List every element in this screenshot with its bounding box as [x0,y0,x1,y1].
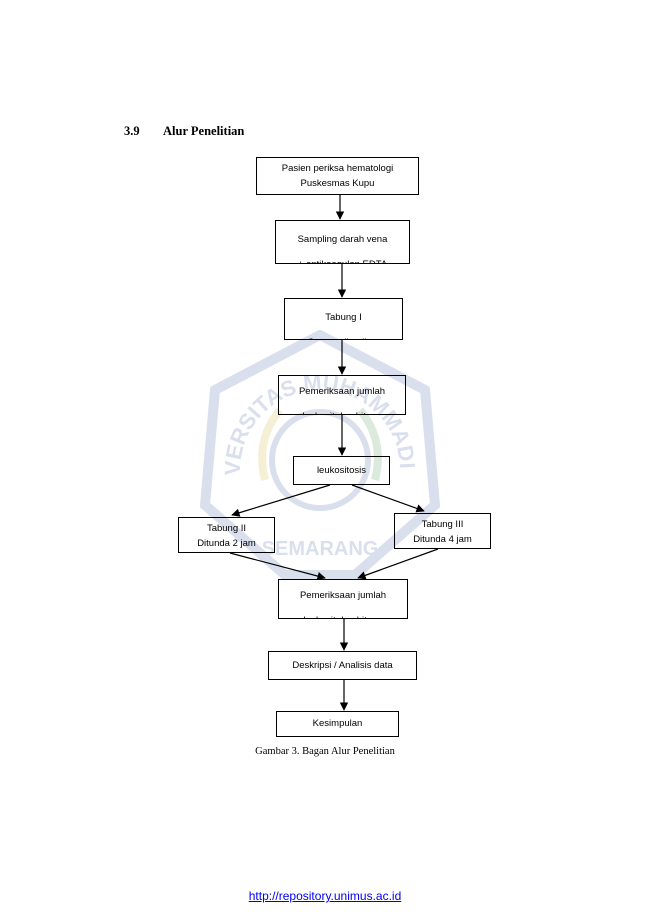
section-number: 3.9 [124,124,140,138]
flow-box-tube-3-line2: Ditunda 4 jam [413,534,472,545]
flow-box-patient-line1: Pasien periksa hematologi [281,163,394,174]
flow-box-sampling-line1: Sampling darah vena [297,234,388,245]
flow-box-analysis-label: Deskripsi / Analisis data [292,660,393,671]
flow-box-patient: Pasien periksa hematologi Puskesmas Kupu [256,157,419,195]
flow-box-tube-1-line2: Segera diperiksa [285,330,402,339]
flow-box-tube-2-line1: Tabung II [206,523,247,534]
flow-box-examination-2-line1: Pemeriksaan jumlah [299,590,387,601]
flow-box-examination-1-line2: leukosit dan hitung [279,404,405,414]
flow-box-sampling-line2: + antikoagulan EDTA [276,252,409,263]
flow-box-leukocytosis-label: leukositosis [316,465,367,476]
section-heading: 3.9 Alur Penelitian [124,124,244,139]
flow-box-tube-1-line1: Tabung I [325,312,362,323]
flow-box-conclusion: Kesimpulan [276,711,399,737]
flow-box-tube-3-line1: Tabung III [421,519,464,530]
figure-caption: Gambar 3. Bagan Alur Penelitian [255,746,395,757]
flow-box-leukocytosis: leukositosis [293,456,390,485]
flow-box-tube-2-line2: Ditunda 2 jam [197,538,256,549]
arrow-6-8 [229,552,326,581]
flow-box-tube-2: Tabung II Ditunda 2 jam [178,517,275,553]
section-title: Alur Penelitian [163,124,245,138]
svg-text:SEMARANG: SEMARANG [262,538,379,560]
flow-box-examination-1: Pemeriksaan jumlah leukosit dan hitung [278,375,406,415]
flow-box-analysis: Deskripsi / Analisis data [268,651,417,680]
flow-box-examination-1-line1: Pemeriksaan jumlah [298,386,386,397]
flow-box-conclusion-label: Kesimpulan [312,718,363,729]
arrow-5-7 [351,484,425,513]
repository-link[interactable]: http://repository.unimus.ac.id [248,889,402,903]
arrow-5-6 [231,484,331,517]
flow-box-tube-3: Tabung III Ditunda 4 jam [394,513,491,549]
flow-box-tube-1: Tabung I Segera diperiksa [284,298,403,340]
flow-box-sampling: Sampling darah vena + antikoagulan EDTA [275,220,410,264]
flow-box-patient-line2: Puskesmas Kupu [300,178,375,189]
arrow-7-8 [357,548,439,580]
university-logo-watermark: UNIVERSITAS MUHAMMADIYAH SEMARANG [195,330,441,580]
flow-box-examination-2-line2: leukosit dan hitung [279,608,407,618]
flow-box-examination-2: Pemeriksaan jumlah leukosit dan hitung [278,579,408,619]
